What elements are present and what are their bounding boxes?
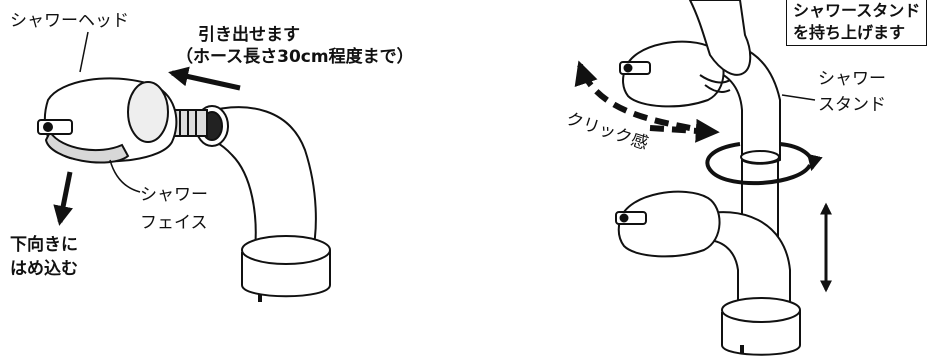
label-insert-down-line1: 下向きに xyxy=(10,235,78,255)
label-shower-stand-line2: スタンド xyxy=(818,95,886,115)
rotate-arrow xyxy=(705,142,812,186)
label-shower-face-line1: シャワー xyxy=(140,185,208,205)
pull-out-arrow xyxy=(168,66,241,91)
shower-head-leader xyxy=(79,31,89,73)
label-shower-stand-line1: シャワー xyxy=(818,69,886,89)
right-faucet xyxy=(615,0,801,356)
label-pull-out-line1: 引き出せます xyxy=(198,25,300,45)
insert-down-arrow xyxy=(53,171,73,226)
left-faucet xyxy=(37,77,331,302)
lift-stand-callout: シャワースタンド を持ち上げます xyxy=(786,0,928,46)
shower-stand-leader xyxy=(781,94,816,101)
shower-face-leader xyxy=(109,159,141,193)
label-shower-face-line2: フェイス xyxy=(140,213,208,233)
click-straight-arrow xyxy=(649,118,720,143)
label-shower-head: シャワーヘッド xyxy=(10,11,129,31)
label-lift-stand-line2: を持ち上げます xyxy=(793,23,906,42)
click-arc-arrow xyxy=(574,60,691,131)
label-pull-out-line2: （ホース長さ30cm程度まで） xyxy=(176,47,414,67)
label-lift-stand-line1: シャワースタンド xyxy=(793,1,921,20)
label-insert-down-line2: はめ込む xyxy=(10,259,78,279)
